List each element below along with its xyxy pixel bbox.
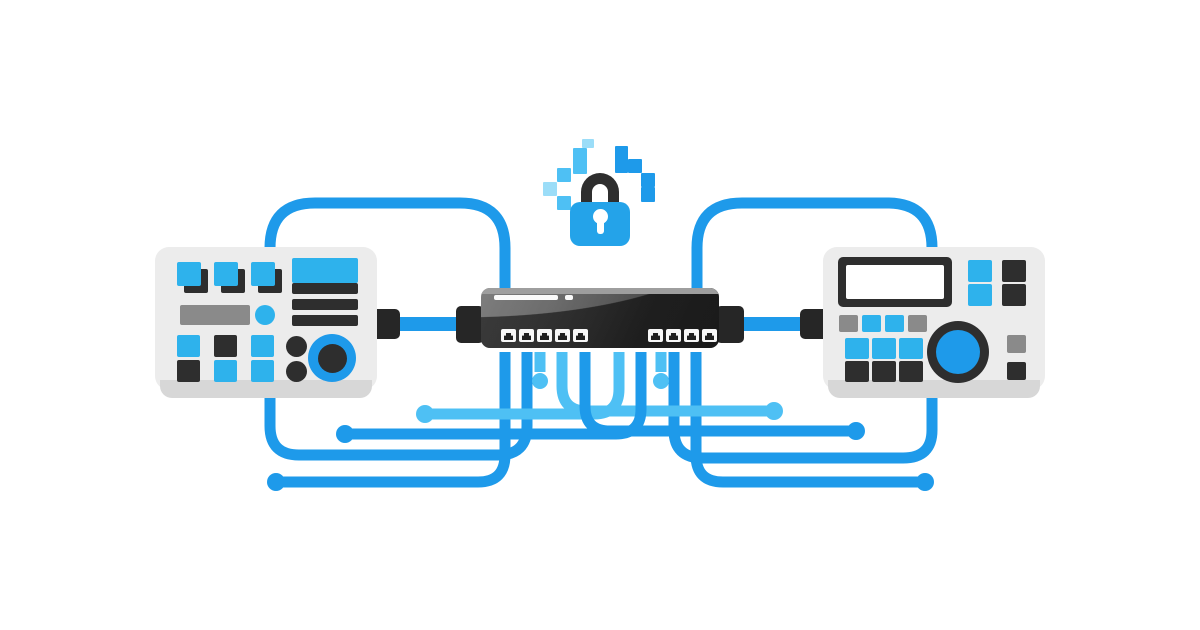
trace-endpoint-dot	[267, 473, 285, 491]
control-button	[908, 315, 927, 332]
keyhole-icon-stem	[597, 219, 604, 234]
port-pin-icon	[558, 333, 567, 340]
switch-status-label	[494, 295, 558, 300]
indicator-dot	[255, 305, 275, 325]
control-button	[845, 338, 869, 359]
trace-low-right	[351, 352, 647, 440]
port-pin-icon	[540, 333, 549, 340]
pixel-fragment	[615, 146, 628, 173]
switch-plug-right	[716, 306, 744, 343]
pixel-fragment	[582, 139, 594, 148]
switch-status-dot	[565, 295, 573, 300]
indicator-bar	[292, 283, 358, 294]
control-button	[872, 361, 896, 382]
pixel-fragment	[557, 168, 571, 182]
port-pin-icon	[522, 333, 531, 340]
pixel-fragment	[641, 173, 655, 187]
left-control-panel	[155, 247, 377, 398]
control-button	[845, 361, 869, 382]
indicator-bar	[292, 299, 358, 310]
display-screen	[846, 265, 944, 299]
control-button	[214, 335, 237, 357]
control-button	[862, 315, 881, 332]
switch-top-edge	[481, 288, 719, 294]
jog-dial	[927, 321, 989, 383]
port-pin-icon	[651, 333, 660, 340]
readout-header	[292, 258, 358, 283]
trace-endpoint-dot	[336, 425, 354, 443]
trace-outer-left	[282, 352, 511, 488]
control-button	[1002, 284, 1026, 306]
ethernet-port	[573, 329, 588, 342]
control-button	[872, 338, 896, 359]
right-control-panel	[823, 247, 1045, 398]
padlock-shackle	[581, 173, 619, 215]
port-pin-icon	[504, 333, 513, 340]
control-button	[286, 361, 307, 382]
control-button	[1007, 362, 1026, 380]
trace-endpoint-dot	[416, 405, 434, 423]
control-button	[968, 284, 992, 306]
control-button	[214, 360, 237, 382]
control-button	[839, 315, 858, 332]
control-button	[286, 336, 307, 357]
control-button	[251, 360, 274, 382]
pixel-fragment	[628, 159, 642, 173]
jog-dial	[308, 334, 356, 382]
pixel-fragment	[641, 187, 655, 202]
display-frame	[838, 257, 952, 307]
control-button	[968, 260, 992, 282]
ethernet-port	[537, 329, 552, 342]
trace-endpoint-dot	[847, 422, 865, 440]
ethernet-port	[501, 329, 516, 342]
control-button	[885, 315, 904, 332]
pixel-fragment	[543, 182, 557, 196]
network-switch	[481, 288, 719, 348]
switch-plug-left	[456, 306, 484, 343]
control-button	[251, 335, 274, 357]
ethernet-port	[666, 329, 681, 342]
control-button	[214, 262, 238, 286]
ethernet-port	[648, 329, 663, 342]
control-button	[1002, 260, 1026, 282]
trace-endpoint-dot	[765, 402, 783, 420]
ethernet-port	[684, 329, 699, 342]
port-pin-icon	[669, 333, 678, 340]
control-button	[177, 335, 200, 357]
slider-bar	[180, 305, 250, 325]
control-button	[1007, 335, 1026, 353]
port-pin-icon	[687, 333, 696, 340]
port-pin-icon	[576, 333, 585, 340]
trace-endpoint-dot	[532, 373, 548, 389]
trace-endpoint-dot	[916, 473, 934, 491]
trace-outer-right	[690, 352, 919, 488]
control-button	[177, 262, 201, 286]
port-pin-icon	[705, 333, 714, 340]
ethernet-port	[555, 329, 570, 342]
pixel-fragment	[557, 196, 571, 210]
keyhole-icon	[593, 209, 608, 224]
control-button	[177, 360, 200, 382]
trace-mid-right	[431, 352, 625, 420]
ethernet-port	[519, 329, 534, 342]
ethernet-port	[702, 329, 717, 342]
pixel-fragment	[573, 148, 587, 174]
control-button	[899, 361, 923, 382]
control-button	[251, 262, 275, 286]
control-button	[899, 338, 923, 359]
indicator-bar	[292, 315, 358, 326]
jog-dial-center	[936, 330, 980, 374]
jog-dial-center	[317, 343, 347, 373]
trace-low-left	[579, 352, 850, 437]
trace-endpoint-dot	[653, 373, 669, 389]
